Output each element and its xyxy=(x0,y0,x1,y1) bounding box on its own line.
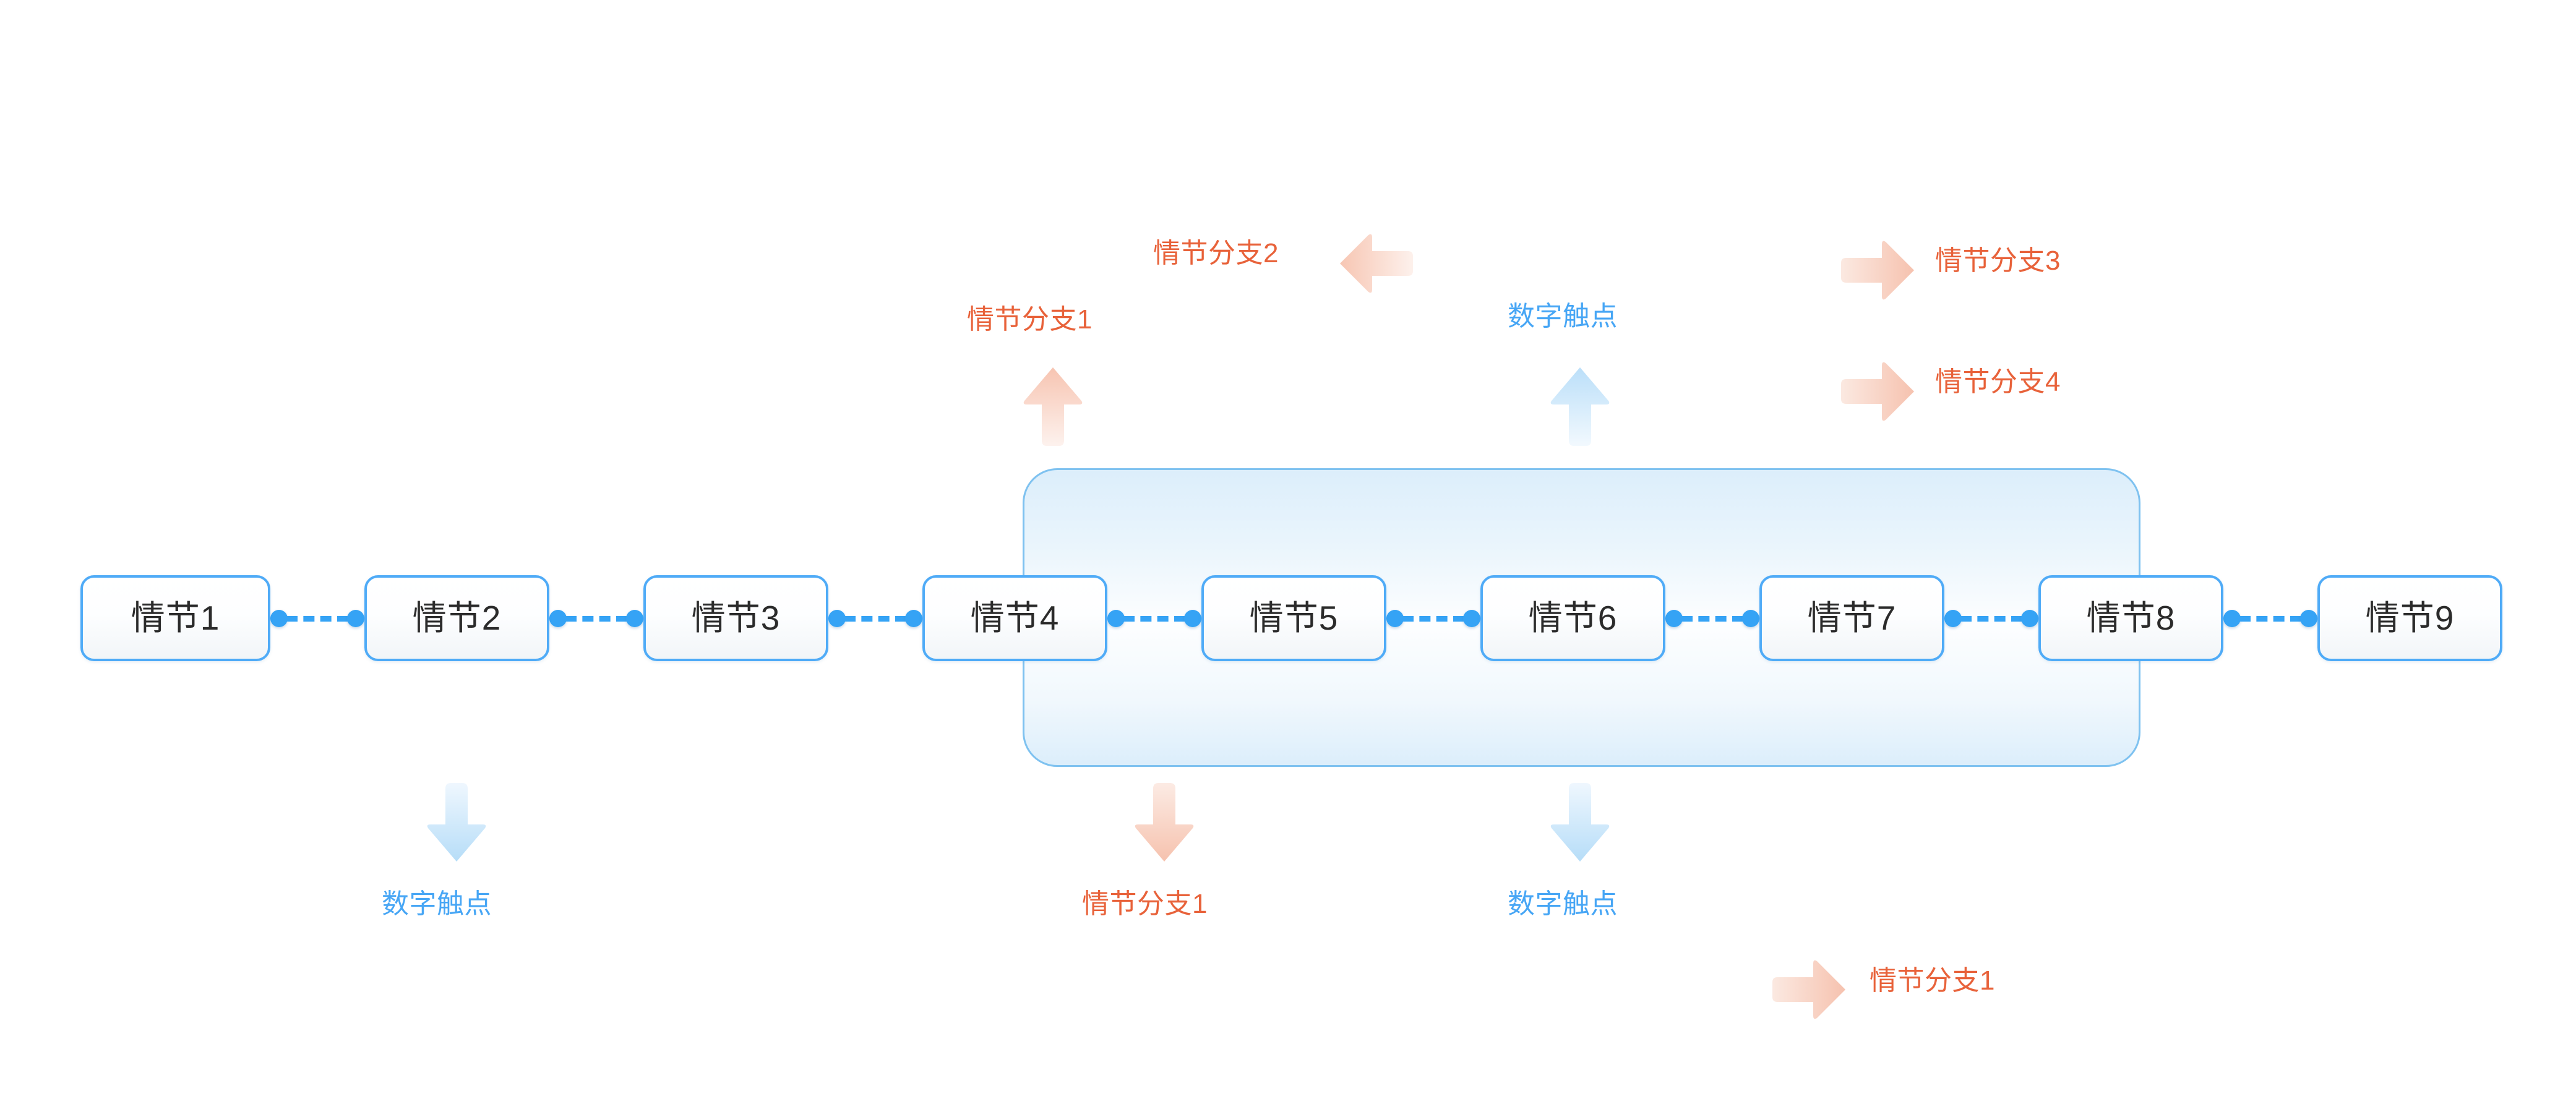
connector-7 xyxy=(1944,609,2038,628)
arrow-right-icon-orange-branch4 xyxy=(1839,361,1917,422)
connector-dot-start xyxy=(2223,610,2241,627)
connector-dot-start xyxy=(549,610,567,627)
plot-node-6[interactable]: 情节6 xyxy=(1480,575,1665,661)
plot-node-label: 情节7 xyxy=(1807,599,1897,637)
connector-dot-start xyxy=(1665,610,1683,627)
arrow-right-icon-orange-branch3 xyxy=(1839,239,1917,301)
plot-node-5[interactable]: 情节5 xyxy=(1201,575,1386,661)
plot-node-label: 情节4 xyxy=(970,599,1060,637)
plot-node-label: 情节9 xyxy=(2365,599,2455,637)
plot-node-label: 情节5 xyxy=(1249,599,1339,637)
annotation-label-plot-branch-1-bottom: 情节分支1 xyxy=(1082,889,1208,919)
arrow-down-icon-blue-touchpoint-2 xyxy=(1549,781,1611,864)
connector-dot-end xyxy=(1184,610,1201,627)
arrow-down-icon-blue-touchpoint-1 xyxy=(426,781,487,864)
connector-dash xyxy=(1681,615,1743,622)
connector-6 xyxy=(1665,609,1759,628)
plot-node-3[interactable]: 情节3 xyxy=(643,575,828,661)
annotation-label-plot-branch-1-bottom-right: 情节分支1 xyxy=(1870,965,1995,996)
arrow-up-icon-blue-touchpoint xyxy=(1549,365,1611,448)
connector-dot-end xyxy=(347,610,364,627)
connector-dot-end xyxy=(1463,610,1480,627)
connector-dot-start xyxy=(1386,610,1404,627)
connector-dot-start xyxy=(1107,610,1125,627)
connector-2 xyxy=(549,609,643,628)
arrow-up-icon-orange-branch1 xyxy=(1022,365,1084,448)
connector-dot-end xyxy=(1742,610,1759,627)
connector-dot-start xyxy=(828,610,846,627)
connector-4 xyxy=(1107,609,1201,628)
annotation-label-plot-branch-2: 情节分支2 xyxy=(1153,238,1279,268)
annotation-label-digital-touchpoint-top: 数字触点 xyxy=(1508,301,1618,332)
plot-node-2[interactable]: 情节2 xyxy=(364,575,549,661)
annotation-label-plot-branch-1-top: 情节分支1 xyxy=(967,304,1093,335)
connector-dash xyxy=(286,615,348,622)
annotation-label-digital-touchpoint-bottom-2: 数字触点 xyxy=(1508,889,1618,919)
connector-dash xyxy=(2239,615,2301,622)
connector-dot-start xyxy=(270,610,288,627)
plot-node-label: 情节3 xyxy=(691,599,781,637)
connector-dot-end xyxy=(905,610,922,627)
connector-dot-end xyxy=(626,610,643,627)
connector-dash xyxy=(1402,615,1464,622)
plot-node-1[interactable]: 情节1 xyxy=(80,575,270,661)
connector-dash xyxy=(1123,615,1185,622)
connector-1 xyxy=(270,609,364,628)
plot-node-7[interactable]: 情节7 xyxy=(1759,575,1944,661)
plot-node-label: 情节6 xyxy=(1528,599,1618,637)
connector-3 xyxy=(828,609,922,628)
plot-node-4[interactable]: 情节4 xyxy=(922,575,1107,661)
connector-8 xyxy=(2223,609,2317,628)
connector-dot-end xyxy=(2300,610,2317,627)
connector-5 xyxy=(1386,609,1480,628)
connector-dash xyxy=(1960,615,2022,622)
annotation-label-digital-touchpoint-bottom-1: 数字触点 xyxy=(382,889,492,919)
plot-node-8[interactable]: 情节8 xyxy=(2038,575,2223,661)
arrow-right-icon-orange-branch1-bottom xyxy=(1771,959,1848,1021)
plot-node-label: 情节1 xyxy=(131,599,220,637)
plot-node-label: 情节2 xyxy=(412,599,502,637)
arrow-down-icon-orange-branch1 xyxy=(1133,781,1195,864)
annotation-label-plot-branch-4: 情节分支4 xyxy=(1935,367,2061,397)
connector-dot-start xyxy=(1944,610,1962,627)
plot-node-9[interactable]: 情节9 xyxy=(2317,575,2502,661)
annotation-label-plot-branch-3: 情节分支3 xyxy=(1935,246,2061,276)
connector-dash xyxy=(565,615,627,622)
plot-node-label: 情节8 xyxy=(2086,599,2176,637)
connector-dot-end xyxy=(2021,610,2038,627)
arrow-left-icon-orange-branch2 xyxy=(1337,233,1415,294)
connector-dash xyxy=(844,615,906,622)
